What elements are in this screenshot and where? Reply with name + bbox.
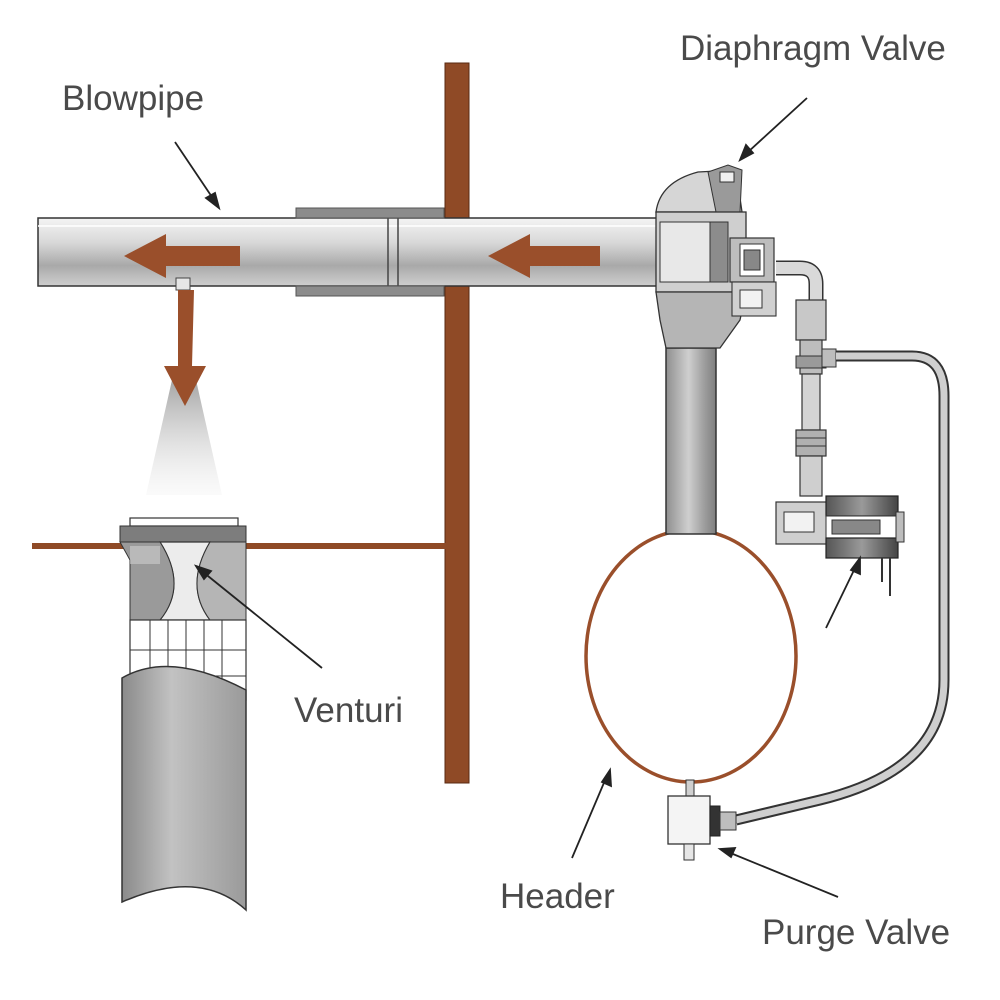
- wall-coupling: [295, 207, 445, 219]
- leader-lines: [174, 97, 861, 898]
- header-assembly: [584, 347, 798, 797]
- header-tank: [584, 528, 798, 784]
- flow-arrow-left-icon: [124, 234, 240, 278]
- flow-arrows: [124, 234, 600, 278]
- filter-bag: [121, 619, 247, 912]
- labels: Blowpipe Diaphragm Valve Venturi Header …: [62, 29, 950, 952]
- pulse-jet: [146, 290, 222, 495]
- label-venturi: Venturi: [294, 691, 403, 730]
- vertical-wall: [444, 62, 470, 784]
- air-jet-cone: [146, 380, 222, 495]
- pilot-tubing: [776, 260, 837, 497]
- pulse-arrow-icon: [164, 290, 206, 406]
- solenoid-valve: [775, 495, 905, 596]
- label-header: Header: [500, 877, 615, 916]
- flow-arrow-right-segment-icon: [488, 234, 600, 278]
- label-blowpipe: Blowpipe: [62, 79, 204, 118]
- label-diaphragm-valve: Diaphragm Valve: [680, 29, 946, 68]
- header-riser-pipe: [665, 347, 717, 535]
- label-purge-valve: Purge Valve: [762, 913, 950, 952]
- venturi-assembly: [119, 517, 247, 621]
- pilot-hose: [734, 350, 950, 826]
- blowpipe-nozzle: [175, 277, 191, 291]
- solenoid-coil: [825, 495, 899, 517]
- purge-valve: [667, 795, 737, 861]
- leader-arrowhead-icon: [204, 191, 221, 211]
- diaphragm-valve: [655, 164, 777, 349]
- filter-bag-cloth: [121, 665, 247, 912]
- support-structure: [32, 62, 470, 784]
